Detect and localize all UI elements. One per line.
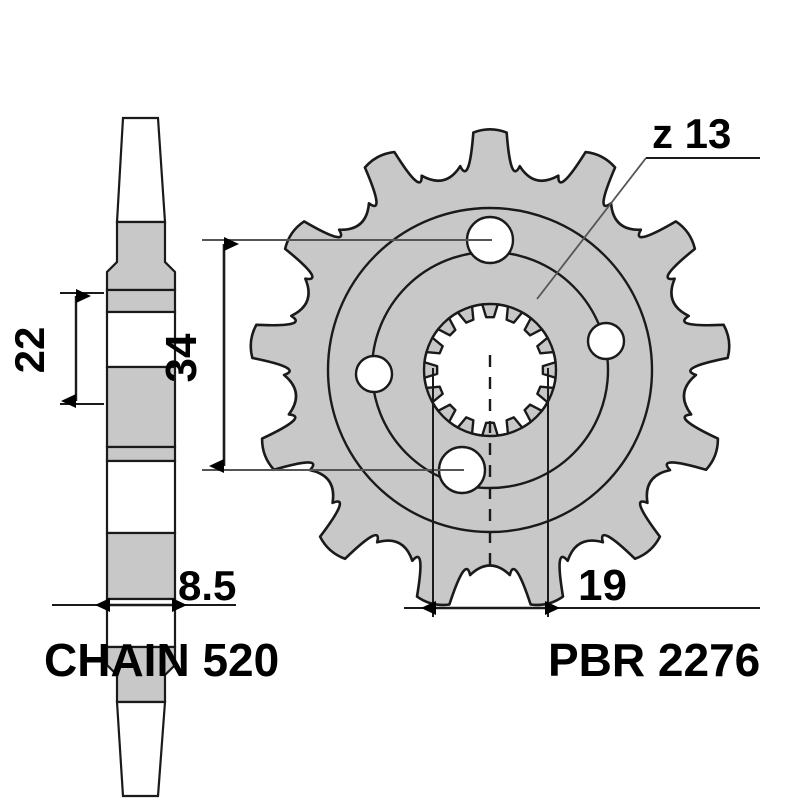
part-number-caption: PBR 2276 [548,634,760,686]
z13-leader-line [536,157,647,300]
dimension-label-34: 34 [157,333,206,382]
dimension-label-85: 8.5 [178,562,236,609]
tooth-tip-top [115,116,167,224]
chain-caption: CHAIN 520 [44,634,279,686]
bolt-hole-left [354,354,394,394]
dimension-85-group: 8.5 [52,562,236,614]
body-band-white-2 [105,310,177,369]
dimension-19-group: 19 [404,368,760,617]
dimension-22-group: 22 [6,289,104,408]
callout-label-z13: z 13 [652,110,731,157]
sprocket-side-profile-group [105,116,177,798]
shoulder-top [105,220,177,292]
body-band-white-3 [105,445,177,463]
splined-hub-group [422,302,558,438]
body-band-white-4 [105,459,177,535]
callout-z13-group: z 13 [536,110,760,300]
body-band-gray-1 [105,365,177,449]
body-band-white-1 [105,288,177,314]
tooth-tip-bottom [115,700,167,798]
hub-outer-circle [422,302,558,438]
dimension-label-19: 19 [578,561,627,610]
bolt-hole-right [586,321,626,361]
dimension-34-group: 34 [157,237,492,473]
dimension-label-22: 22 [6,327,53,374]
